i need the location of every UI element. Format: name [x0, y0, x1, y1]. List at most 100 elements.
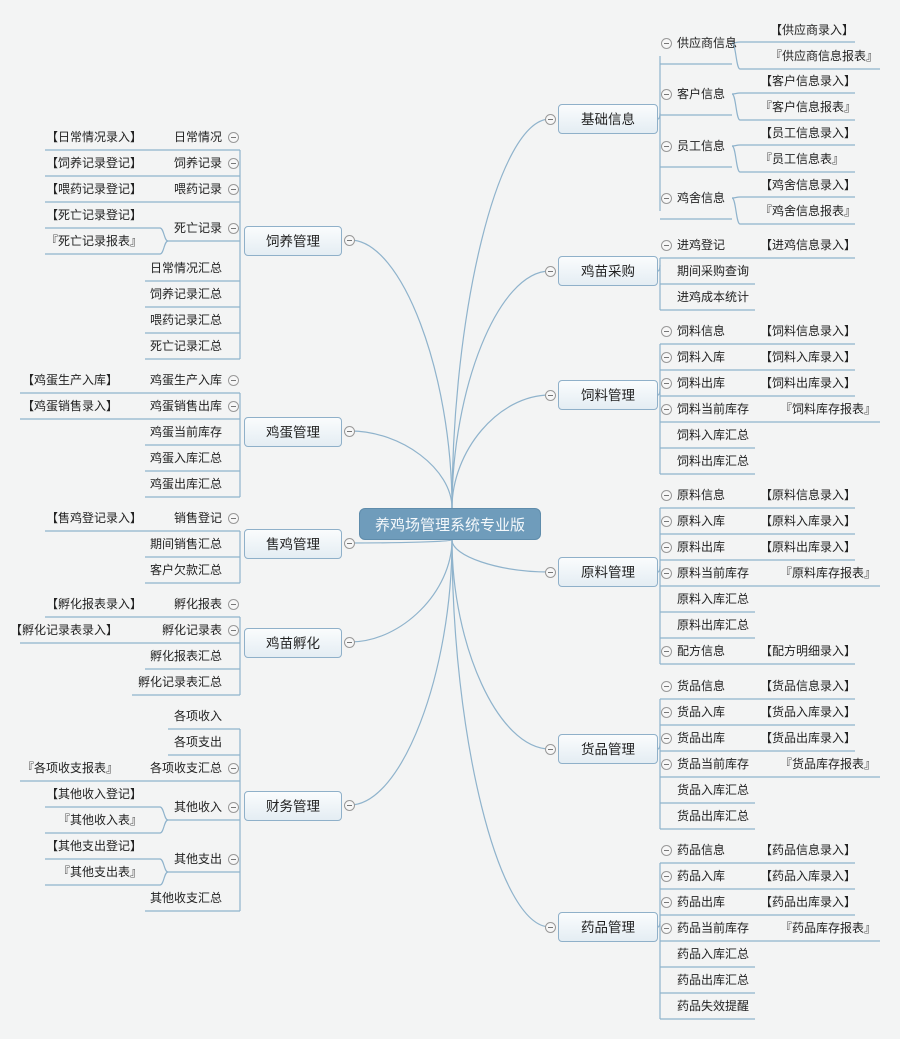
collapse-toggle-icon[interactable] — [227, 157, 239, 169]
branch-node-5[interactable]: 货品管理 — [558, 734, 658, 764]
child-node[interactable]: 药品失效提醒 — [677, 999, 750, 1013]
child-node[interactable]: 饲养记录汇总 — [149, 287, 222, 301]
child-node[interactable]: 饲料信息 — [677, 324, 726, 338]
leaf-node[interactable]: 【其他支出登记】 — [45, 839, 142, 853]
child-node[interactable]: 药品信息 — [677, 843, 726, 857]
collapse-toggle-icon[interactable] — [660, 732, 672, 744]
leaf-node[interactable]: 【饲料信息录入】 — [760, 324, 857, 338]
child-node[interactable]: 其他支出 — [173, 852, 222, 866]
child-node[interactable]: 原料入库 — [677, 514, 726, 528]
child-node[interactable]: 鸡蛋生产入库 — [149, 373, 222, 387]
child-node[interactable]: 饲养记录 — [173, 156, 222, 170]
child-node[interactable]: 货品出库汇总 — [677, 809, 750, 823]
collapse-toggle-icon[interactable] — [660, 896, 672, 908]
leaf-node[interactable]: 『其他支出表』 — [57, 865, 142, 879]
child-node[interactable]: 饲料入库汇总 — [677, 428, 750, 442]
child-node[interactable]: 货品信息 — [677, 679, 726, 693]
leaf-node[interactable]: 『饲料库存报表』 — [780, 402, 877, 416]
branch-node-2[interactable]: 鸡苗采购 — [558, 256, 658, 286]
leaf-node[interactable]: 『死亡记录报表』 — [45, 234, 142, 248]
leaf-node[interactable]: 『员工信息表』 — [760, 152, 845, 166]
child-node[interactable]: 药品当前库存 — [677, 921, 750, 935]
child-node[interactable]: 饲料出库汇总 — [677, 454, 750, 468]
leaf-node[interactable]: 【供应商录入】 — [770, 23, 855, 37]
leaf-node[interactable]: 【货品入库录入】 — [760, 705, 857, 719]
leaf-node[interactable]: 【配方明细录入】 — [760, 644, 857, 658]
leaf-node[interactable]: 【死亡记录登记】 — [45, 208, 142, 222]
collapse-toggle-icon[interactable] — [544, 566, 556, 578]
child-node[interactable]: 孵化报表汇总 — [149, 649, 222, 663]
child-node[interactable]: 进鸡成本统计 — [677, 290, 750, 304]
collapse-toggle-icon[interactable] — [227, 400, 239, 412]
collapse-toggle-icon[interactable] — [660, 680, 672, 692]
child-node[interactable]: 员工信息 — [677, 139, 726, 153]
collapse-toggle-icon[interactable] — [660, 88, 672, 100]
collapse-toggle-icon[interactable] — [660, 37, 672, 49]
collapse-toggle-icon[interactable] — [227, 762, 239, 774]
child-node[interactable]: 供应商信息 — [677, 36, 738, 50]
child-node[interactable]: 鸡蛋销售出库 — [149, 399, 222, 413]
collapse-toggle-icon[interactable] — [660, 706, 672, 718]
child-node[interactable]: 原料入库汇总 — [677, 592, 750, 606]
collapse-toggle-icon[interactable] — [343, 537, 355, 549]
collapse-toggle-icon[interactable] — [343, 425, 355, 437]
child-node[interactable]: 原料出库 — [677, 540, 726, 554]
leaf-node[interactable]: 【喂药记录登记】 — [45, 182, 142, 196]
collapse-toggle-icon[interactable] — [660, 325, 672, 337]
collapse-toggle-icon[interactable] — [660, 844, 672, 856]
child-node[interactable]: 药品入库汇总 — [677, 947, 750, 961]
child-node[interactable]: 孵化报表 — [173, 597, 222, 611]
leaf-node[interactable]: 【鸡蛋生产入库】 — [21, 373, 118, 387]
collapse-toggle-icon[interactable] — [227, 853, 239, 865]
collapse-toggle-icon[interactable] — [660, 192, 672, 204]
child-node[interactable]: 喂药记录汇总 — [149, 313, 222, 327]
collapse-toggle-icon[interactable] — [544, 743, 556, 755]
collapse-toggle-icon[interactable] — [660, 403, 672, 415]
leaf-node[interactable]: 【员工信息录入】 — [760, 126, 857, 140]
child-node[interactable]: 日常情况 — [173, 130, 222, 144]
collapse-toggle-icon[interactable] — [227, 624, 239, 636]
child-node[interactable]: 药品出库 — [677, 895, 726, 909]
branch-node-left-5[interactable]: 财务管理 — [244, 791, 342, 821]
collapse-toggle-icon[interactable] — [227, 801, 239, 813]
leaf-node[interactable]: 【客户信息录入】 — [760, 74, 857, 88]
leaf-node[interactable]: 【鸡舍信息录入】 — [760, 178, 857, 192]
child-node[interactable]: 进鸡登记 — [677, 238, 726, 252]
child-node[interactable]: 鸡蛋入库汇总 — [149, 451, 222, 465]
child-node[interactable]: 药品出库汇总 — [677, 973, 750, 987]
child-node[interactable]: 货品入库 — [677, 705, 726, 719]
collapse-toggle-icon[interactable] — [227, 374, 239, 386]
collapse-toggle-icon[interactable] — [544, 265, 556, 277]
collapse-toggle-icon[interactable] — [227, 222, 239, 234]
collapse-toggle-icon[interactable] — [660, 377, 672, 389]
child-node[interactable]: 鸡舍信息 — [677, 191, 726, 205]
child-node[interactable]: 期间采购查询 — [677, 264, 750, 278]
child-node[interactable]: 原料当前库存 — [677, 566, 750, 580]
leaf-node[interactable]: 『各项收支报表』 — [21, 761, 118, 775]
child-node[interactable]: 各项收支汇总 — [149, 761, 222, 775]
child-node[interactable]: 饲料入库 — [677, 350, 726, 364]
child-node[interactable]: 客户信息 — [677, 87, 726, 101]
child-node[interactable]: 各项收入 — [173, 709, 222, 723]
child-node[interactable]: 货品出库 — [677, 731, 726, 745]
collapse-toggle-icon[interactable] — [660, 515, 672, 527]
child-node[interactable]: 货品入库汇总 — [677, 783, 750, 797]
child-node[interactable]: 孵化记录表 — [161, 623, 222, 637]
leaf-node[interactable]: 【售鸡登记录入】 — [45, 511, 142, 525]
leaf-node[interactable]: 【饲料出库录入】 — [760, 376, 857, 390]
leaf-node[interactable]: 【孵化报表录入】 — [45, 597, 142, 611]
leaf-node[interactable]: 【饲料入库录入】 — [760, 350, 857, 364]
child-node[interactable]: 期间销售汇总 — [149, 537, 222, 551]
collapse-toggle-icon[interactable] — [227, 598, 239, 610]
leaf-node[interactable]: 『客户信息报表』 — [760, 100, 857, 114]
leaf-node[interactable]: 『其他收入表』 — [57, 813, 142, 827]
branch-node-left-4[interactable]: 鸡苗孵化 — [244, 628, 342, 658]
collapse-toggle-icon[interactable] — [660, 567, 672, 579]
branch-node-left-1[interactable]: 饲养管理 — [244, 226, 342, 256]
collapse-toggle-icon[interactable] — [544, 113, 556, 125]
collapse-toggle-icon[interactable] — [660, 140, 672, 152]
leaf-node[interactable]: 【药品信息录入】 — [760, 843, 857, 857]
child-node[interactable]: 原料信息 — [677, 488, 726, 502]
leaf-node[interactable]: 『原料库存报表』 — [780, 566, 877, 580]
collapse-toggle-icon[interactable] — [660, 922, 672, 934]
